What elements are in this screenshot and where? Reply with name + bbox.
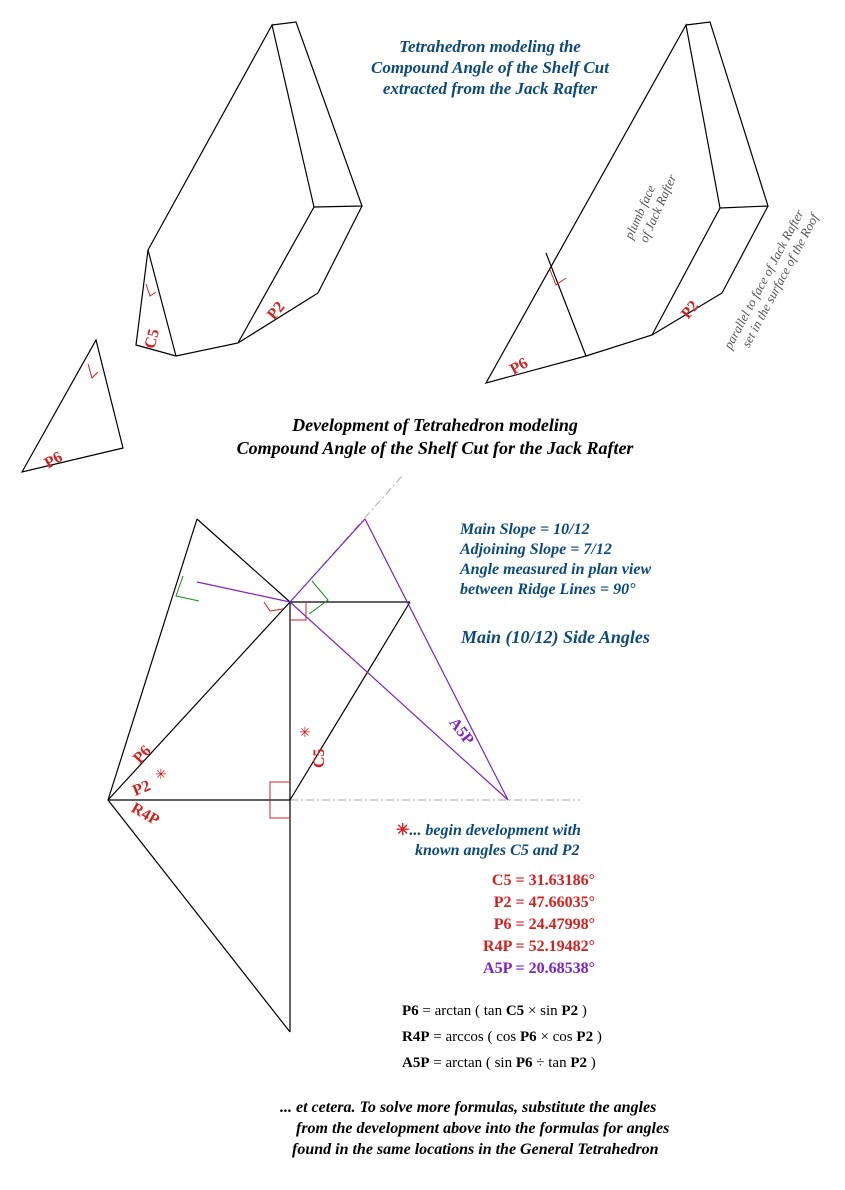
formula-p6-part-b: × sin — [524, 1003, 562, 1019]
dev-p2-label: P2 — [130, 777, 153, 799]
formula-r4p-v2: P2 — [576, 1029, 594, 1045]
dev-r4p-label: R4P — [128, 800, 162, 829]
formula-r4p-part-b: × cos — [536, 1029, 577, 1045]
development-black-lines — [107, 518, 411, 1033]
slope-info: Main Slope = 10/12 Adjoining Slope = 7/1… — [460, 520, 651, 600]
plumb-face-annotation: plumb face of Jack Rafter — [621, 165, 680, 248]
top-title-line: extracted from the Jack Rafter — [382, 79, 598, 98]
top-title-line: Tetrahedron modeling the — [399, 37, 581, 56]
side-angles-heading: Main (10/12) Side Angles — [461, 627, 650, 647]
formula-r4p-part-a: = arccos ( cos — [429, 1029, 521, 1045]
formula-p6-name: P6 — [402, 1003, 419, 1019]
dev-p2-asterisk: ✳ — [155, 768, 167, 783]
top-title: Tetrahedron modeling the Compound Angle … — [340, 36, 640, 99]
right-piece-p2-label: P2 — [678, 298, 702, 323]
angle-values: C5 = 31.63186° P2 = 47.66035° P6 = 24.47… — [450, 870, 595, 980]
development-title-line: Compound Angle of the Shelf Cut for the … — [236, 438, 634, 458]
adjoining-slope-text: Adjoining Slope = 7/12 — [460, 541, 612, 558]
note-asterisk: ✳ — [396, 822, 410, 839]
dev-c5-label: C5 — [311, 748, 328, 768]
note-line-2: known angles C5 and P2 — [415, 842, 580, 859]
formula-r4p-name: R4P — [402, 1029, 430, 1045]
development-title: Development of Tetrahedron modeling Comp… — [195, 414, 675, 460]
formulas: P6 = arctan ( tan C5 × sin P2 ) R4P = ar… — [402, 998, 602, 1076]
etcetera-line-3: found in the same locations in the Gener… — [292, 1141, 659, 1158]
extracted-tetrahedron — [20, 338, 124, 473]
main-slope-text: Main Slope = 10/12 — [460, 521, 590, 538]
etcetera-line-1: ... et cetera. To solve more formulas, s… — [280, 1099, 657, 1116]
formula-r4p: R4P = arccos ( cos P6 × cos P2 ) — [402, 1024, 602, 1050]
dev-a5p-label: A5P — [445, 715, 477, 749]
left-piece-c5-label: C5 — [142, 327, 163, 350]
extracted-p6-label: P6 — [42, 449, 66, 473]
development-purple-lines — [196, 518, 509, 801]
formula-p6-part-a: = arctan ( tan — [418, 1003, 506, 1019]
formula-a5p-v1: P6 — [515, 1055, 533, 1071]
formula-a5p-part-b: ÷ tan — [532, 1055, 571, 1071]
left-piece-p2-label: P2 — [264, 299, 288, 324]
right-piece-right-angle-marker — [549, 269, 567, 286]
formula-p6-end: ) — [578, 1003, 587, 1019]
formula-r4p-end: ) — [593, 1029, 602, 1045]
formula-a5p: A5P = arctan ( sin P6 ÷ tan P2 ) — [402, 1050, 602, 1076]
formula-a5p-name: A5P — [402, 1055, 430, 1071]
right-piece-p6-label: P6 — [507, 355, 531, 379]
development-note: ✳... begin development with known angles… — [396, 821, 581, 861]
dev-p6-label: P6 — [130, 742, 155, 767]
angle-value-a5p: A5P = 20.68538° — [483, 960, 595, 977]
extracted-tetrahedron-right-angle-marker — [87, 363, 99, 379]
etcetera-note: ... et cetera. To solve more formulas, s… — [280, 1097, 669, 1160]
formula-p6-v1: C5 — [505, 1003, 525, 1019]
angle-value-r4p: R4P = 52.19482° — [483, 938, 595, 955]
note-line-1-text: ... begin development with — [409, 822, 581, 839]
angle-value-p6: P6 = 24.47998° — [493, 916, 595, 933]
angle-value-p2: P2 = 47.66035° — [493, 894, 595, 911]
formula-a5p-part-a: = arctan ( sin — [429, 1055, 516, 1071]
right-rafter-piece — [484, 21, 769, 384]
left-rafter-piece — [135, 21, 363, 357]
parallel-face-annotation: parallel to face of Jack Rafter set in t… — [720, 202, 823, 359]
formula-p6: P6 = arctan ( tan C5 × sin P2 ) — [402, 998, 602, 1024]
angle-value-c5: C5 = 31.63186° — [491, 872, 595, 889]
formula-r4p-v1: P6 — [520, 1029, 537, 1045]
left-piece-right-angle-marker — [145, 283, 157, 297]
angle-plan-text-1: Angle measured in plan view — [460, 561, 652, 578]
dev-c5-asterisk: ✳ — [299, 726, 311, 741]
top-title-line: Compound Angle of the Shelf Cut — [371, 58, 609, 77]
etcetera-line-2: from the development above into the form… — [296, 1120, 670, 1137]
angle-plan-text-2: between Ridge Lines = 90° — [460, 581, 636, 598]
formula-a5p-end: ) — [587, 1055, 596, 1071]
formula-a5p-v2: P2 — [570, 1055, 588, 1071]
formula-p6-v2: P2 — [561, 1003, 579, 1019]
green-right-angle-markers — [175, 575, 329, 615]
note-line-1: ✳... begin development with — [396, 821, 581, 841]
development-title-line: Development of Tetrahedron modeling — [292, 415, 578, 435]
red-right-angle-markers — [263, 601, 307, 819]
